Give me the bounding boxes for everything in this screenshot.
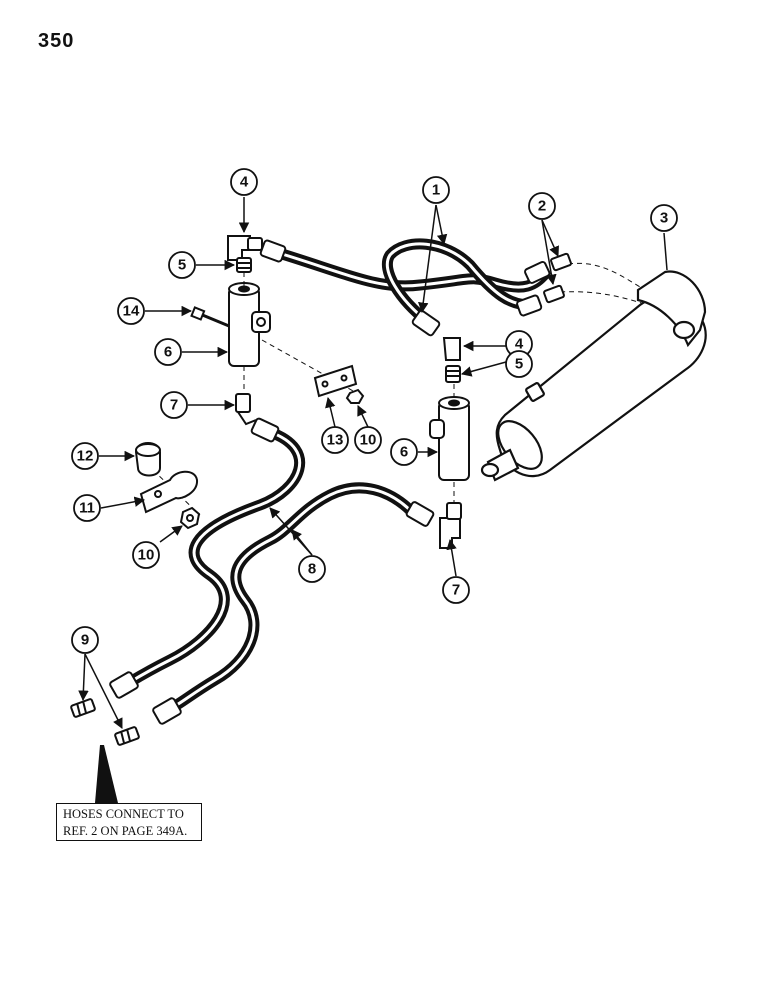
callout-6-right: 6 — [400, 444, 408, 461]
upper-hose-pair — [276, 238, 551, 328]
small-nut — [345, 388, 365, 404]
right-dashed-guides — [453, 262, 649, 502]
upper-hose-fittings — [259, 239, 551, 337]
left-valve-fittings — [190, 235, 263, 426]
lower-hose-fittings — [109, 417, 435, 725]
callout-labels: 4 1 2 3 5 14 6 4 5 7 13 10 6 12 11 10 8 … — [77, 174, 669, 649]
note-line-1: HOSES CONNECT TO — [63, 807, 184, 821]
right-valve-fittings — [439, 337, 462, 549]
callout-4-left: 4 — [240, 174, 249, 191]
callout-10-clamp: 10 — [138, 547, 155, 564]
note-pointer — [95, 745, 118, 803]
plug-fittings — [70, 698, 140, 746]
callout-12: 12 — [77, 448, 94, 465]
callout-13: 13 — [327, 432, 344, 449]
clamp-nut — [179, 506, 201, 530]
page-number: 350 — [38, 30, 75, 52]
callout-10-plate: 10 — [360, 432, 377, 449]
clamp-bracket — [139, 470, 198, 514]
callout-7-right: 7 — [452, 582, 460, 599]
leader-lines — [78, 197, 668, 729]
callout-8: 8 — [308, 561, 316, 578]
hose-clamp — [134, 442, 161, 477]
hose-connection-note: HOSES CONNECT TO REF. 2 ON PAGE 349A. — [56, 803, 202, 841]
callout-2: 2 — [538, 198, 546, 215]
callout-circles — [71, 168, 678, 654]
callout-3: 3 — [660, 210, 668, 227]
lower-hose-pair — [124, 426, 418, 712]
callout-1: 1 — [432, 182, 440, 199]
note-line-2: REF. 2 ON PAGE 349A. — [63, 824, 188, 838]
callout-14: 14 — [123, 303, 140, 320]
callout-5-right: 5 — [515, 356, 523, 373]
callout-11: 11 — [79, 500, 95, 517]
callout-9: 9 — [81, 632, 89, 649]
callout-6-left: 6 — [164, 344, 172, 361]
left-valve-block — [228, 282, 271, 367]
callout-7-left: 7 — [170, 397, 178, 414]
mounting-plate — [313, 364, 358, 398]
callout-5-left: 5 — [178, 257, 186, 274]
callout-4-right: 4 — [515, 336, 524, 353]
right-valve-block — [429, 396, 470, 481]
hydraulic-cylinder — [480, 270, 707, 482]
